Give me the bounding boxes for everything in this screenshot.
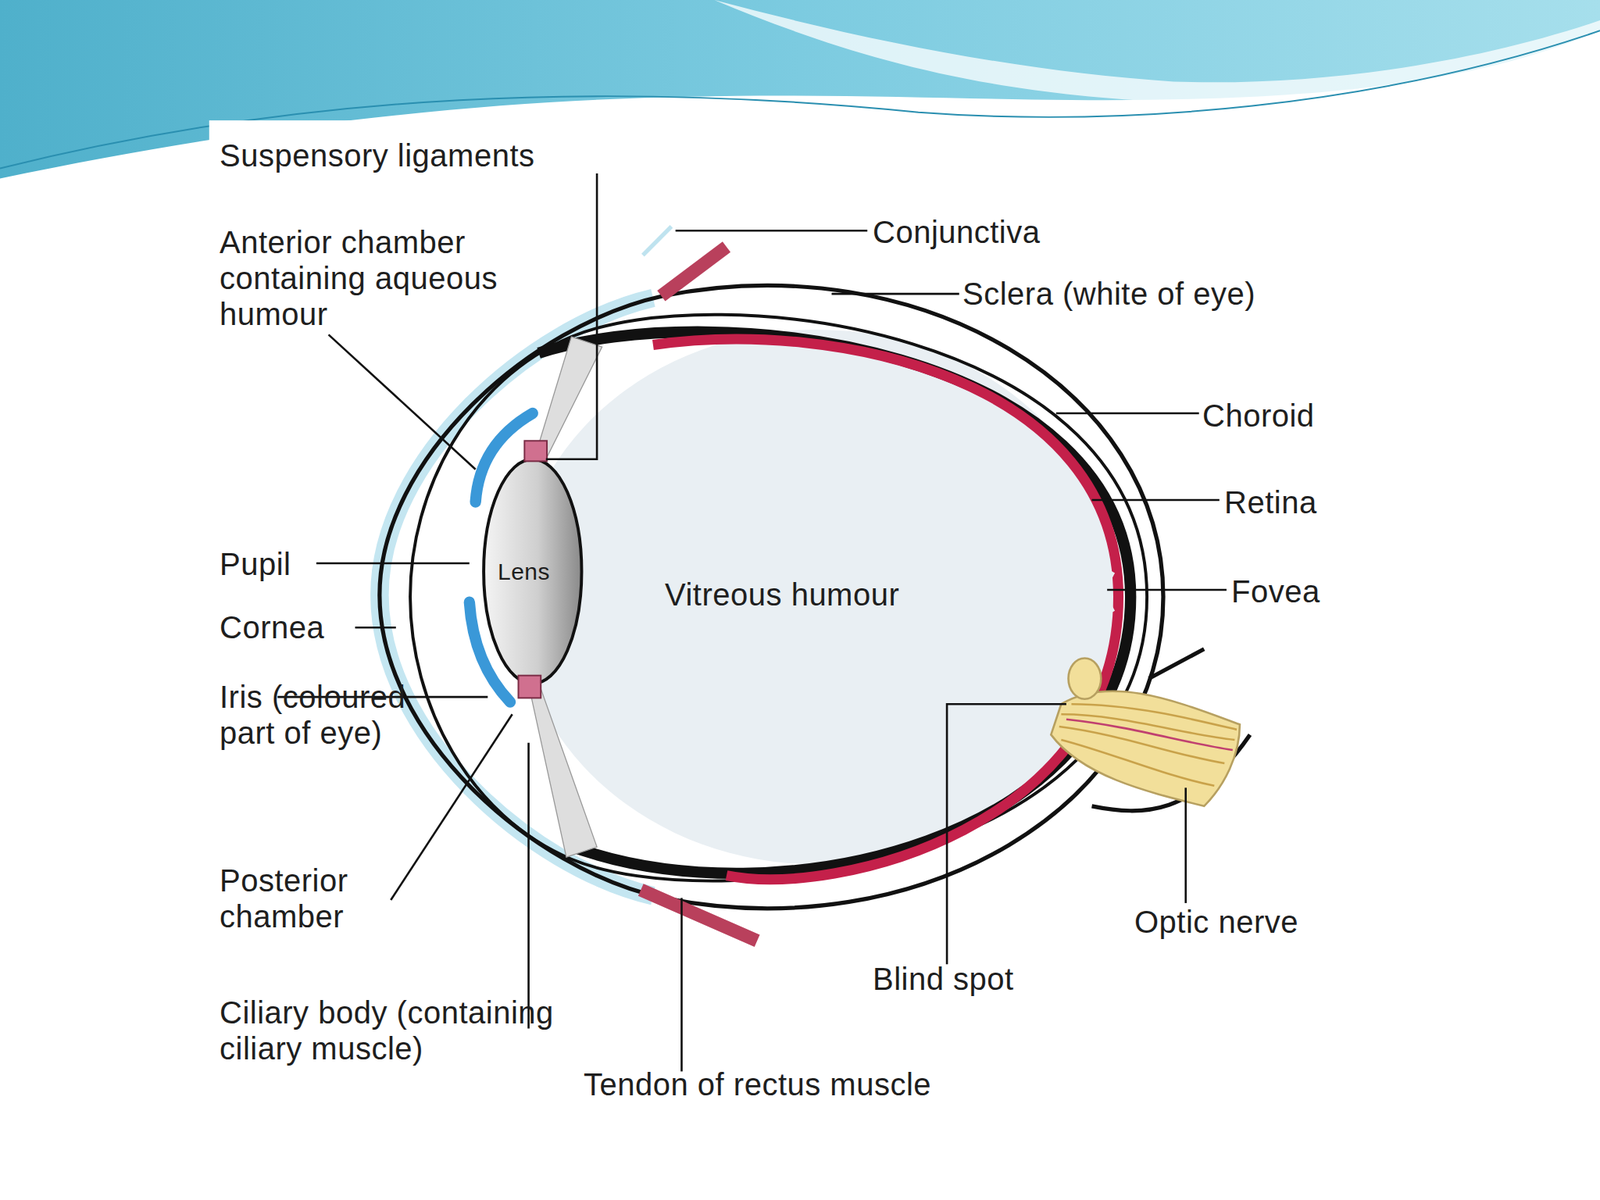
part-label: Ciliary body (containing ciliary muscle) — [219, 994, 556, 1067]
image-panel — [209, 120, 1344, 1126]
fovea-dip — [1106, 571, 1113, 612]
part-label: Conjunctiva — [872, 214, 1041, 250]
suspensory-ligament — [530, 689, 597, 858]
retina-layer — [653, 339, 1119, 880]
part-label: Sclera (white of eye) — [962, 275, 1256, 312]
leader-line — [831, 292, 959, 296]
part-label: Vitreous humour — [664, 576, 900, 613]
part-label: Choroid — [1202, 397, 1315, 434]
conjunctiva-bottom — [640, 889, 758, 941]
leader-line — [355, 626, 397, 629]
leader-line — [1092, 499, 1220, 502]
optic-nerve-vessel — [1066, 719, 1233, 750]
part-label: Posterior chamber — [219, 862, 431, 935]
sclera-outer — [379, 285, 1164, 908]
leader-line — [946, 703, 1067, 965]
part-label: Optic nerve — [1134, 903, 1299, 940]
part-label: Cornea — [219, 609, 325, 646]
part-label: Blind spot — [872, 960, 1015, 997]
leader-line — [1107, 589, 1227, 592]
part-label: Pupil — [219, 546, 291, 583]
leader-line — [328, 334, 476, 469]
part-label: Anterior chamber containing aqueous humo… — [219, 224, 603, 333]
conjunctiva-top — [660, 246, 727, 297]
leader-line — [316, 562, 470, 565]
conjunctiva-top-light — [642, 226, 672, 256]
part-label: Suspensory ligaments — [219, 137, 536, 174]
optic-nerve — [1050, 691, 1240, 807]
leader-line — [680, 897, 683, 1072]
ciliary-body — [524, 440, 547, 461]
blind-spot-disc — [1068, 657, 1102, 699]
part-label: Retina — [1224, 484, 1318, 521]
optic-nerve-fibres — [1059, 703, 1237, 786]
part-label: Fovea — [1231, 573, 1321, 610]
part-label: Lens — [497, 557, 550, 586]
leader-line — [1184, 787, 1187, 904]
leader-line — [390, 714, 512, 900]
leader-line — [675, 229, 868, 233]
ciliary-body — [518, 675, 542, 699]
part-label: Iris (coloured part of eye) — [219, 678, 439, 751]
leader-line — [1056, 412, 1200, 415]
sclera-inner — [410, 314, 1147, 882]
leader-line — [527, 742, 530, 1029]
part-label: Tendon of rectus muscle — [583, 1066, 932, 1103]
banner-highlight — [714, 0, 1600, 104]
choroid-layer — [539, 332, 1132, 874]
leader-line — [546, 173, 597, 460]
lens — [483, 459, 582, 684]
cornea-glow — [379, 297, 654, 896]
